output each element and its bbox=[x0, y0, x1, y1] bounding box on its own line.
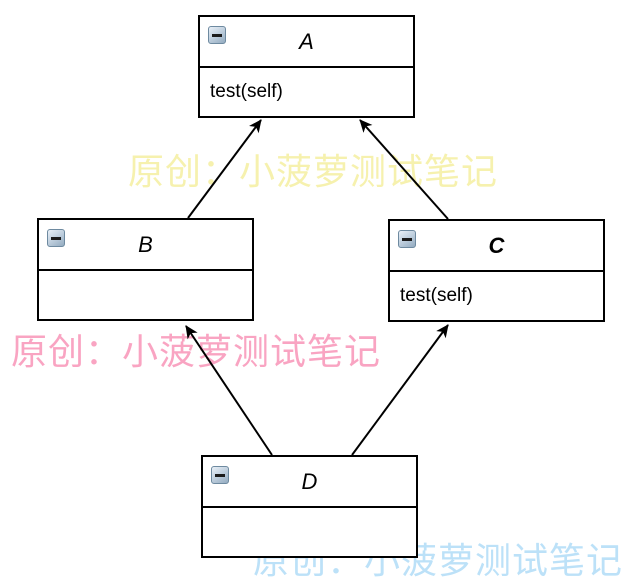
edge-c-to-a bbox=[359, 119, 449, 220]
class-d-title-row: D bbox=[203, 457, 416, 508]
class-c-name: C bbox=[488, 232, 505, 258]
edge-d-to-b bbox=[185, 325, 273, 456]
collapse-minus-icon[interactable] bbox=[208, 26, 226, 44]
class-a-method: test(self) bbox=[210, 81, 283, 102]
class-a-title-row: A bbox=[200, 17, 413, 68]
collapse-minus-icon[interactable] bbox=[398, 230, 416, 248]
class-b-method bbox=[39, 271, 252, 319]
collapse-minus-icon[interactable] bbox=[47, 229, 65, 247]
class-d-method bbox=[203, 508, 416, 556]
class-d-name: D bbox=[301, 468, 318, 494]
class-b-title-row: B bbox=[39, 220, 252, 271]
class-c-title-row: C bbox=[390, 221, 603, 272]
class-box-c: C test(self) bbox=[388, 219, 605, 322]
minus-glyph bbox=[51, 236, 61, 240]
class-a-name: A bbox=[299, 28, 314, 54]
class-b-name: B bbox=[138, 231, 153, 257]
watermark-yellow: 原创：小菠萝测试笔记 bbox=[128, 151, 499, 192]
minus-glyph bbox=[402, 237, 412, 241]
watermark-pink: 原创：小菠萝测试笔记 bbox=[11, 331, 382, 372]
class-box-a: A test(self) bbox=[198, 15, 415, 118]
edge-b-to-a bbox=[187, 119, 262, 219]
minus-glyph bbox=[212, 33, 222, 37]
class-box-d: D bbox=[201, 455, 418, 558]
class-box-b: B bbox=[37, 218, 254, 321]
class-c-method: test(self) bbox=[400, 285, 473, 306]
edge-d-to-c bbox=[351, 324, 449, 456]
collapse-minus-icon[interactable] bbox=[211, 466, 229, 484]
minus-glyph bbox=[215, 473, 225, 477]
